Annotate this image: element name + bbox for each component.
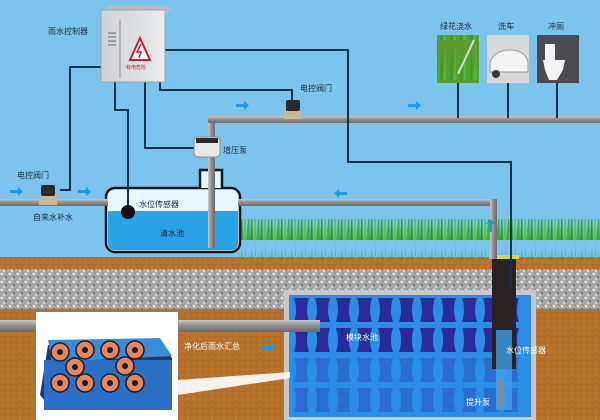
toilet-photo	[537, 35, 579, 83]
module-block	[420, 388, 435, 412]
module-rosette-hub	[57, 380, 63, 386]
module-block	[357, 328, 372, 352]
module-block	[294, 358, 309, 382]
top-solenoid-valve-icon	[284, 100, 302, 119]
return-pipe	[238, 199, 496, 206]
booster-vertical-pipe	[208, 120, 215, 248]
tap-water-supply-label: 自来水补水	[33, 213, 73, 222]
module-block	[336, 328, 351, 352]
module-block	[399, 298, 414, 322]
module-block	[441, 298, 456, 322]
module-rosette-hub	[122, 363, 128, 369]
tank-water-level-sensor-icon	[121, 205, 135, 219]
module-block	[315, 298, 330, 322]
module-block	[462, 298, 477, 322]
module-block	[336, 388, 351, 412]
warning-icon	[128, 35, 152, 61]
left-valve-label: 电控阀门	[17, 171, 49, 180]
arrow-right-icon	[78, 187, 91, 196]
module-block	[420, 328, 435, 352]
module-rosette-hub	[132, 347, 138, 353]
module-block	[399, 328, 414, 352]
lift-pump-icon	[498, 380, 504, 408]
wire-booster	[144, 81, 195, 149]
module-block	[441, 358, 456, 382]
module-block	[294, 328, 309, 352]
controller-label: 雨水控制器	[48, 27, 88, 36]
lift-pump-label: 提升泵	[466, 398, 490, 407]
module-block	[357, 298, 372, 322]
arrow-right-icon	[408, 101, 421, 110]
topsoil-layer	[0, 257, 600, 269]
module-block	[315, 388, 330, 412]
module-block	[315, 328, 330, 352]
module-inset-photo	[36, 312, 290, 420]
car-wash-photo	[487, 35, 529, 83]
module-block	[336, 358, 351, 382]
flow-arrows	[10, 101, 495, 352]
purified-rainwater-label: 净化后雨水汇总	[184, 342, 240, 351]
irrigation-photo	[437, 35, 479, 83]
control-wires	[60, 49, 558, 290]
tank-sensor-label: 水位传感器	[139, 200, 179, 209]
wire-left-valve	[60, 66, 102, 191]
module-block	[294, 388, 309, 412]
module-block	[483, 388, 498, 412]
module-pool-label: 模块水池	[346, 333, 378, 342]
arrow-right-icon	[236, 101, 249, 110]
pool-sensor-label: 水位传感器	[506, 346, 546, 355]
module-rosette-hub	[82, 380, 88, 386]
arrow-right-icon	[10, 187, 23, 196]
irrigation-label: 绿花浇水	[440, 22, 472, 31]
module-block	[399, 358, 414, 382]
riser-pipe	[490, 199, 497, 259]
wire-pool-sensor	[162, 49, 512, 290]
module-block	[357, 388, 372, 412]
car-wash-label: 洗车	[498, 22, 514, 31]
controller-warning-sign: 有电危险	[126, 65, 147, 71]
arrow-left-icon	[334, 189, 347, 198]
arrow-up-icon	[486, 219, 495, 232]
module-block	[420, 358, 435, 382]
supply-main-pipe	[208, 116, 600, 123]
module-block	[378, 298, 393, 322]
arrow-right-icon	[262, 343, 275, 352]
rainwater-controller	[100, 6, 170, 83]
module-rosette-hub	[72, 364, 78, 370]
module-block	[378, 388, 393, 412]
lift-well	[489, 255, 519, 410]
module-block	[462, 328, 477, 352]
module-block	[441, 388, 456, 412]
module-block	[315, 358, 330, 382]
booster-pump-label: 增压泵	[223, 146, 247, 155]
module-block	[357, 358, 372, 382]
module-block	[462, 388, 477, 412]
wire-tank-sensor	[114, 81, 129, 212]
module-rosette-hub	[82, 347, 88, 353]
module-block	[441, 328, 456, 352]
module-block	[294, 298, 309, 322]
module-rosette-hub	[107, 347, 113, 353]
grass	[236, 219, 600, 259]
module-block	[378, 358, 393, 382]
module-rosette-hub	[132, 380, 138, 386]
module-block	[336, 298, 351, 322]
left-solenoid-valve-icon	[39, 185, 57, 205]
clear-water-tank	[104, 168, 242, 254]
wire-top-valve	[159, 81, 293, 101]
clear-water-tank-label: 清水池	[160, 229, 184, 238]
toilet-flush-label: 冲厕	[548, 22, 564, 31]
module-block	[399, 388, 414, 412]
module-block	[378, 328, 393, 352]
booster-pump-icon	[193, 136, 221, 158]
module-rosette-hub	[107, 380, 113, 386]
top-valve-label: 电控阀门	[300, 84, 332, 93]
module-block	[420, 298, 435, 322]
module-block	[462, 358, 477, 382]
module-rosette-hub	[57, 349, 63, 355]
